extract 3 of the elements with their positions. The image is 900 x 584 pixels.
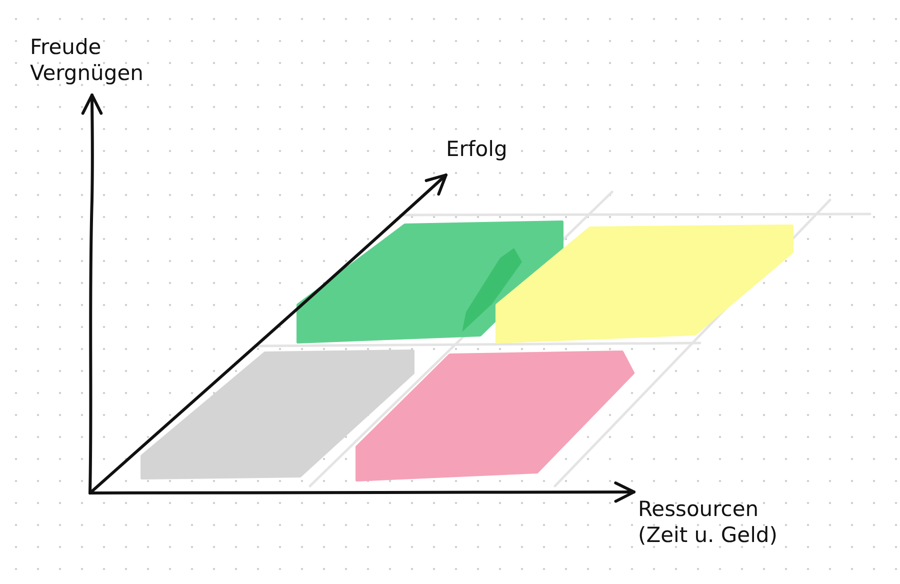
axis-label: Ressourcen (Zeit u. Geld)	[638, 496, 778, 548]
axis-label: Erfolg	[446, 136, 508, 162]
axis-label: Freude Vergnügen	[30, 34, 144, 86]
